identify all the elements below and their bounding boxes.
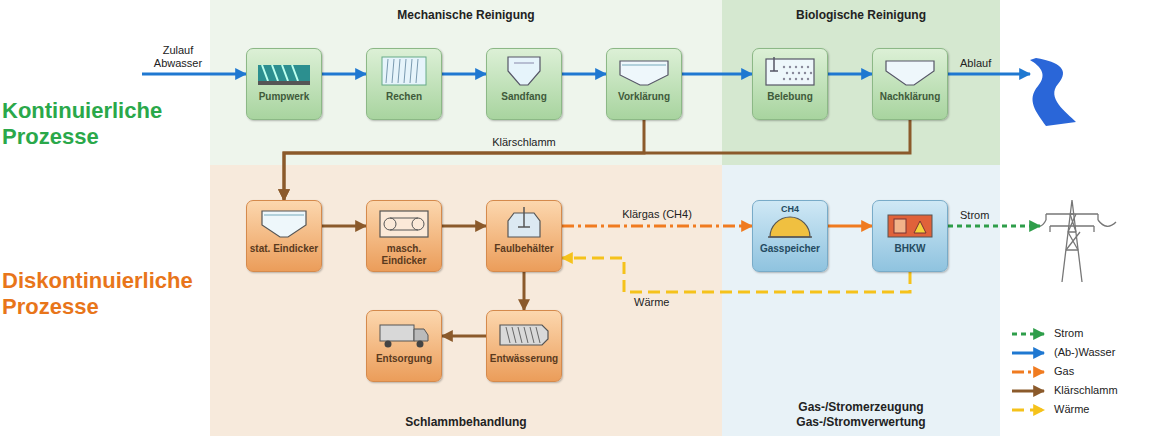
process-box: Nachklärung — [872, 48, 948, 120]
box-label: BHKW — [875, 243, 945, 255]
process-icon — [494, 205, 554, 241]
process-icon — [614, 53, 674, 89]
section-panel: Gas-/Stromerzeugung Gas-/Stromverwertung… — [722, 165, 1000, 436]
inflow-label: Zulauf Abwasser — [149, 44, 207, 70]
box-label: Nachklärung — [875, 91, 945, 103]
process-box: Belebung — [752, 48, 828, 120]
flow-arrow — [442, 225, 486, 228]
flow-arrow — [284, 120, 644, 200]
flow-arrow — [828, 73, 872, 76]
process-box: masch. Eindicker — [366, 200, 442, 272]
legend-sample — [1012, 333, 1044, 336]
power-arrow — [948, 225, 1040, 228]
process-icon — [374, 53, 434, 89]
flow-arrow — [442, 335, 486, 338]
box-label: Entwässerung — [489, 353, 559, 365]
box-label: Gasspeicher — [755, 243, 825, 255]
box-label: Sandfang — [489, 91, 559, 103]
box-label: masch. Eindicker — [369, 243, 439, 266]
flow-arrow — [562, 258, 910, 292]
river-icon — [1030, 58, 1076, 126]
power-label: Strom — [960, 209, 989, 222]
process-box: Vorklärung — [606, 48, 682, 120]
legend-text: (Ab-)Wasser — [1054, 346, 1115, 359]
flow-arrow — [322, 73, 366, 76]
process-box: stat. Eindicker — [246, 200, 322, 272]
process-icon — [494, 315, 554, 351]
flow-arrow — [523, 272, 526, 310]
section-heading: Schlammbehandlung — [250, 415, 682, 430]
outflow-label: Ablauf — [960, 57, 991, 70]
flow-arrow — [562, 73, 606, 76]
box-label: Rechen — [369, 91, 439, 103]
process-box: Rechen — [366, 48, 442, 120]
process-icon — [880, 53, 940, 89]
box-label: Faulbehälter — [489, 243, 559, 255]
legend-text: Gas — [1054, 365, 1074, 378]
process-icon — [374, 205, 434, 241]
box-label: Pumpwerk — [249, 91, 319, 103]
pylon-icon — [1030, 200, 1116, 282]
legend-text: Klärschlamm — [1054, 384, 1118, 397]
process-icon — [494, 53, 554, 89]
box-label: Entsorgung — [369, 353, 439, 365]
flow-label: Klärschlamm — [492, 136, 556, 149]
legend-text: Strom — [1054, 327, 1083, 340]
legend-sample — [1012, 390, 1044, 393]
box-label: Belebung — [755, 91, 825, 103]
process-box: Faulbehälter — [486, 200, 562, 272]
flow-arrow — [682, 73, 752, 76]
process-box: Pumpwerk — [246, 48, 322, 120]
section-panel: Biologische ReinigungBelebung Nachklärung — [722, 0, 1000, 165]
box-label: Vorklärung — [609, 91, 679, 103]
flow-arrow — [284, 120, 910, 200]
box-label: stat. Eindicker — [249, 243, 319, 255]
inflow-arrow — [142, 73, 246, 76]
legend-sample — [1012, 409, 1044, 412]
outflow-arrow — [948, 73, 1030, 76]
flow-arrow — [562, 225, 752, 228]
section-heading: Mechanische Reinigung — [210, 8, 722, 23]
process-icon — [880, 205, 940, 241]
process-type-label: Diskontinuierliche Prozesse — [2, 268, 207, 321]
process-icon — [254, 53, 314, 89]
legend-sample — [1012, 352, 1044, 355]
flow-arrow — [442, 73, 486, 76]
flow-arrow — [322, 225, 366, 228]
process-box: Sandfang — [486, 48, 562, 120]
box-label: CH4 — [753, 204, 827, 214]
flow-label: Klärgas (CH4) — [622, 208, 692, 221]
legend-text: Wärme — [1054, 403, 1089, 416]
legend-sample — [1012, 371, 1044, 374]
process-icon — [254, 205, 314, 241]
section-heading: Gas-/Stromerzeugung Gas-/Stromverwertung — [762, 400, 960, 430]
process-icon — [374, 315, 434, 351]
process-box: BHKW — [872, 200, 948, 272]
flow-label: Wärme — [634, 296, 669, 309]
process-box: Entsorgung — [366, 310, 442, 382]
flow-arrow — [828, 225, 872, 228]
section-heading: Biologische Reinigung — [722, 8, 1000, 23]
process-box: Entwässerung — [486, 310, 562, 382]
process-type-label: Kontinuierliche Prozesse — [2, 98, 207, 151]
process-box: CH4Gasspeicher — [752, 200, 828, 272]
process-icon — [760, 53, 820, 89]
